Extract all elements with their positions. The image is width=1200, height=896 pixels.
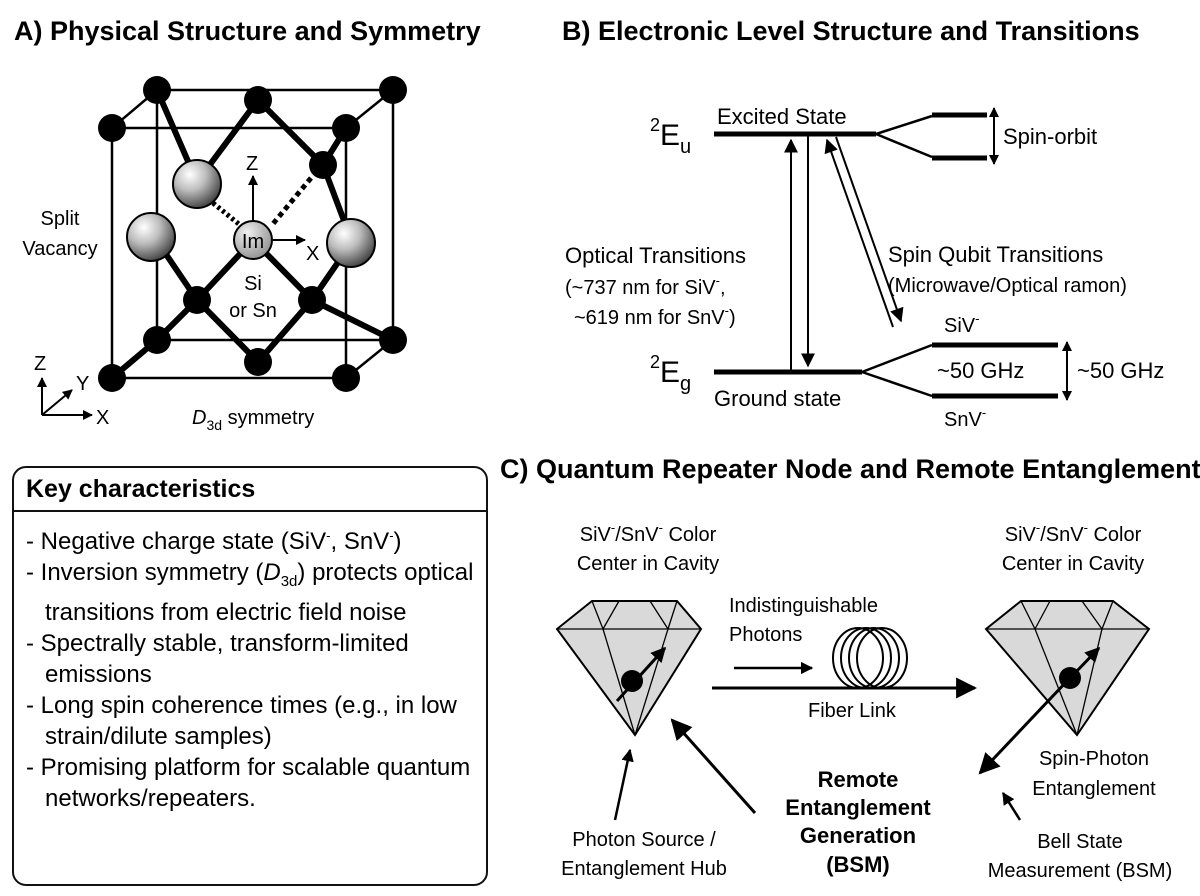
bell-state-pointer [1001, 791, 1022, 821]
optical-line2: (~737 nm for SiV-, [565, 273, 726, 299]
carbon-atom [298, 286, 326, 314]
energy-levels [714, 112, 1058, 399]
spin-qubit-line1: Spin Qubit Transitions [888, 242, 1103, 267]
global-y-label: Y [76, 373, 89, 395]
carbon-atoms [98, 76, 407, 392]
spin-qubit-arrow-down [835, 136, 904, 323]
carbon-atom [183, 286, 211, 314]
remote-entanglement-pointer [670, 718, 757, 814]
siv-label: SiV- [944, 311, 979, 337]
carbon-atom [244, 348, 272, 376]
left-node-line2: Center in Cavity [577, 553, 719, 575]
photons-line2: Photons [729, 624, 802, 646]
panel-c-title: C) Quantum Repeater Node and Remote Enta… [500, 454, 1200, 484]
split-vacancy-line1: Split [41, 208, 80, 230]
carbon-atom [143, 76, 171, 104]
dashed-bond-left [211, 201, 242, 227]
impurity-species-line1: Si [244, 273, 262, 295]
carbon-atom [332, 114, 360, 142]
spin-qubit-arrow-up [824, 138, 894, 328]
remote-line3: Generation [800, 823, 916, 848]
key-item: - Promising platform for scalable quantu… [26, 753, 471, 812]
bell-state-line2: Measurement (BSM) [988, 860, 1173, 882]
global-axes [37, 377, 93, 420]
optical-line1: Optical Transitions [565, 243, 746, 268]
photon-source-pointer [613, 748, 634, 821]
vacancy-spheres [126, 159, 376, 268]
carbon-atom [309, 151, 337, 179]
key-characteristics-list: - Negative charge state (SiV-, SnV-) - I… [14, 512, 486, 814]
right-node-line1: SiV-/SnV- Color [1005, 520, 1142, 546]
left-spin-dot [621, 670, 643, 692]
key-item: - Long spin coherence times (e.g., in lo… [26, 691, 457, 750]
carbon-atom [244, 86, 272, 114]
bell-state-line1: Bell State [1037, 831, 1123, 853]
remote-line1: Remote [818, 767, 899, 792]
key-characteristics-box: Key characteristics - Negative charge st… [12, 466, 488, 886]
ground-state-label: Ground state [714, 386, 841, 411]
carbon-atom [379, 76, 407, 104]
transition-arrows [784, 107, 1072, 401]
remote-line4: (BSM) [826, 852, 890, 877]
splitting-outer-label: ~50 GHz [1077, 358, 1164, 383]
spin-photon-arrow [978, 678, 1070, 775]
local-z-label: Z [246, 153, 258, 175]
local-x-label: X [306, 243, 319, 265]
right-spin-arrow [1073, 646, 1101, 675]
carbon-atom [98, 114, 126, 142]
carbon-atom [143, 326, 171, 354]
key-item: - Negative charge state (SiV-, SnV-) [26, 528, 402, 555]
left-node-line1: SiV-/SnV- Color [580, 520, 717, 546]
source-line2: Entanglement Hub [561, 858, 727, 880]
impurity-species-line2: or Sn [229, 300, 277, 322]
photons-line1: Indistinguishable [729, 595, 878, 617]
spin-orbit-label: Spin-orbit [1003, 124, 1097, 149]
carbon-atom [98, 364, 126, 392]
spin-photon-line1: Spin-Photon [1039, 748, 1149, 770]
key-item: - Spectrally stable, transform-limited e… [26, 629, 409, 688]
left-diamond-cavity [555, 600, 703, 737]
panel-b-title: B) Electronic Level Structure and Transi… [562, 16, 1140, 46]
global-x-label: X [96, 407, 109, 429]
snv-label: SnV- [944, 405, 986, 431]
impurity-atom [233, 220, 273, 260]
fiber-coil-icon [832, 627, 908, 689]
splitting-inner-label: ~50 GHz [937, 358, 1024, 383]
excited-state-label: Excited State [717, 104, 847, 129]
vacancy-sphere [326, 218, 376, 268]
key-characteristics-heading: Key characteristics [14, 468, 486, 512]
remote-line2: Entanglement [785, 795, 931, 820]
key-item: - Inversion symmetry (D3d) protects opti… [26, 559, 474, 626]
left-spin-arrow [615, 646, 667, 703]
spin-qubit-line2: (Microwave/Optical ramon) [888, 275, 1127, 297]
optical-line3: ~619 nm for SnV-) [574, 303, 736, 329]
spin-photon-line2: Entanglement [1032, 778, 1156, 800]
panel-a-title: A) Physical Structure and Symmetry [14, 16, 481, 46]
right-node-line2: Center in Cavity [1002, 553, 1144, 575]
global-z-label: Z [34, 353, 46, 375]
split-vacancy-line2: Vacancy [22, 238, 97, 260]
source-line1: Photon Source / [572, 829, 716, 851]
carbon-atom [379, 326, 407, 354]
ground-state-symbol: 2Eg [650, 352, 691, 395]
vacancy-sphere [172, 159, 222, 209]
global-y-arrow [41, 389, 73, 416]
dashed-bond-right [270, 176, 313, 227]
vacancy-sphere [126, 212, 176, 262]
carbon-atom [332, 364, 360, 392]
symmetry-label: D3d symmetry [192, 407, 314, 433]
fiber-link-label: Fiber Link [808, 700, 897, 722]
impurity-label: Im [242, 231, 264, 253]
excited-state-symbol: 2Eu [650, 115, 691, 158]
